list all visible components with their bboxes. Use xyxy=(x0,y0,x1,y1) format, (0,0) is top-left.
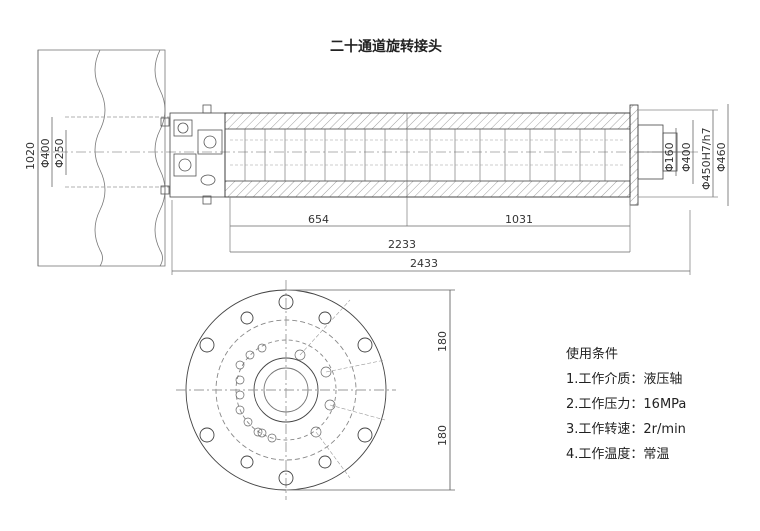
dim-180-upper: 180 xyxy=(436,331,449,352)
dim-phi-460: Φ460 xyxy=(715,142,728,172)
dim-654: 654 xyxy=(308,213,329,226)
dim-1031: 1031 xyxy=(505,213,533,226)
dim-phi-400-right: Φ400 xyxy=(680,142,693,172)
dim-phi-450: Φ450H7/h7 xyxy=(700,127,713,190)
bolt-holes xyxy=(199,294,373,486)
dim-phi-250: Φ250 xyxy=(53,138,66,168)
channel-ports xyxy=(235,343,336,443)
dim-1020: 1020 xyxy=(24,142,37,170)
dim-2233: 2233 xyxy=(388,238,416,251)
end-view xyxy=(176,280,455,500)
side-view xyxy=(37,49,729,275)
condition-item: 4.工作温度：常温 xyxy=(566,447,670,462)
condition-item: 3.工作转速：2r/min xyxy=(566,422,686,437)
dim-180-lower: 180 xyxy=(436,425,449,446)
drawing-title: 二十通道旋转接头 xyxy=(330,39,442,55)
condition-item: 2.工作压力：16MPa xyxy=(566,397,687,412)
condition-item: 1.工作介质：液压轴 xyxy=(566,372,683,387)
dim-phi-400-left: Φ400 xyxy=(39,138,52,168)
right-flange xyxy=(629,104,639,206)
conditions-heading: 使用条件 xyxy=(566,347,619,362)
dim-phi-160: Φ160 xyxy=(663,142,676,172)
dim-2433: 2433 xyxy=(410,257,438,270)
